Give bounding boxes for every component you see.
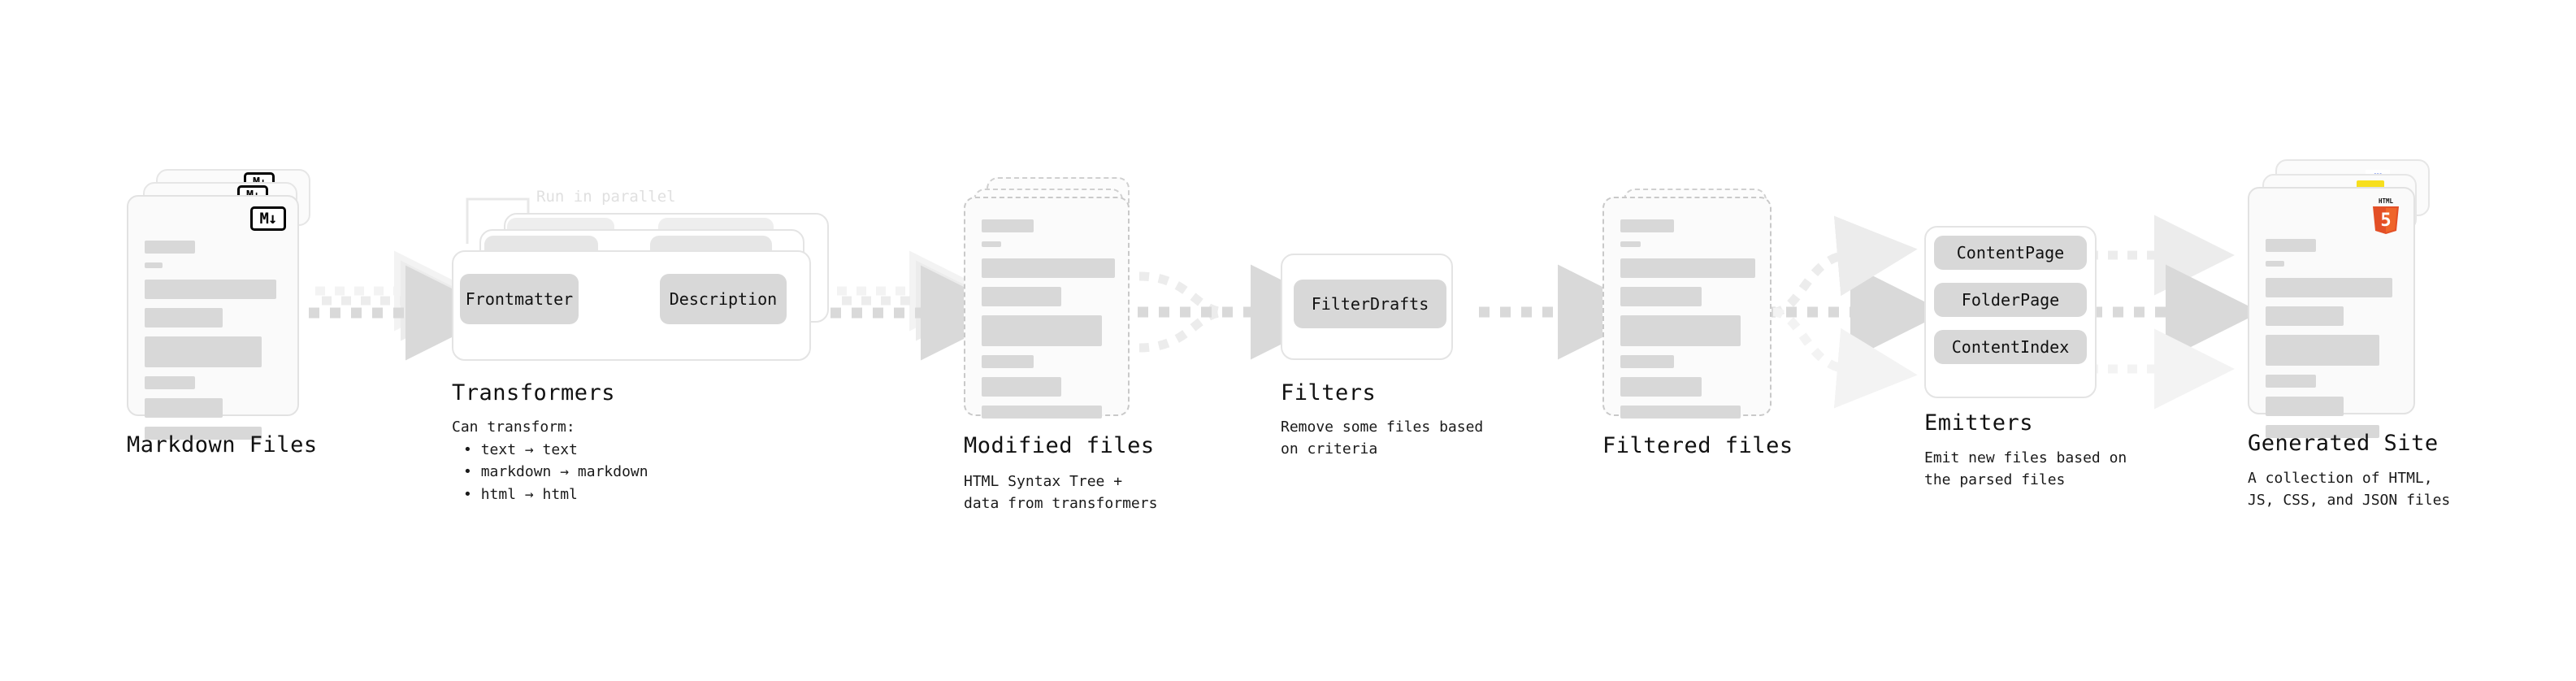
- skeleton-bar: [2266, 278, 2392, 297]
- skeleton-bar: [1620, 287, 1702, 306]
- filters-description: Remove some files based on criteria: [1281, 419, 1484, 458]
- connector-modified-to-filters: [1138, 264, 1346, 360]
- stage-title-transformers: Transformers: [452, 380, 616, 406]
- skeleton-bar: [982, 219, 1034, 232]
- skeleton-bar: [982, 287, 1061, 306]
- skeleton-bar: [145, 241, 195, 254]
- skeleton-bar: [982, 315, 1102, 346]
- list-item: • markdown → markdown: [463, 463, 648, 481]
- skeleton-bar: [145, 280, 276, 299]
- skeleton-bar: [2266, 306, 2344, 326]
- skeleton-bar: [982, 258, 1115, 278]
- skeleton-bar: [982, 377, 1061, 397]
- skeleton-bar: [145, 398, 223, 418]
- svg-text:HTML: HTML: [2379, 197, 2394, 205]
- site-document: HTML 5: [2248, 187, 2415, 438]
- svg-text:5: 5: [2380, 210, 2391, 231]
- skeleton-bar: [2266, 335, 2379, 366]
- filtered-skeleton: [1620, 219, 1755, 427]
- skeleton-bar: [2266, 425, 2379, 438]
- html5-icon: HTML 5: [2370, 197, 2402, 234]
- filtered-document: [1602, 197, 1772, 419]
- skeleton-bar: [982, 406, 1102, 419]
- modified-files-description: HTML Syntax Tree + data from transformer…: [964, 473, 1158, 513]
- skeleton-bar: [145, 262, 163, 268]
- transformer-frontmatter-pill[interactable]: Frontmatter: [460, 274, 579, 324]
- markdown-document: M↓: [127, 195, 299, 440]
- skeleton-bar: [2266, 261, 2284, 267]
- stage-title-modified-files: Modified files: [964, 433, 1155, 458]
- html5-icon-glyph: HTML 5: [2373, 197, 2399, 234]
- skeleton-bar: [1620, 241, 1641, 247]
- stage-title-generated-site: Generated Site: [2248, 431, 2439, 456]
- stage-title-markdown-files: Markdown Files: [127, 432, 318, 458]
- skeleton-bar: [2266, 239, 2316, 252]
- skeleton-bar: [982, 355, 1034, 368]
- list-item: • html → html: [463, 485, 578, 503]
- skeleton-bar: [2266, 375, 2316, 388]
- markdown-icon: M↓: [250, 206, 286, 231]
- modified-document: [964, 197, 1130, 419]
- transformers-bullet-list: • text → text • markdown → markdown • ht…: [463, 439, 648, 505]
- skeleton-bar: [145, 336, 262, 367]
- skeleton-bar: [145, 376, 195, 389]
- skeleton-bar: [1620, 258, 1755, 278]
- emitter-contentpage-pill[interactable]: ContentPage: [1934, 236, 2087, 270]
- stage-title-emitters: Emitters: [1924, 410, 2034, 436]
- connector-markdown-to-transformers: [309, 250, 501, 361]
- skeleton-bar: [1620, 377, 1702, 397]
- emitter-contentindex-pill[interactable]: ContentIndex: [1934, 330, 2087, 364]
- modified-skeleton: [982, 219, 1115, 427]
- generated-site-description: A collection of HTML, JS, CSS, and JSON …: [2248, 470, 2451, 510]
- skeleton-bar: [1620, 406, 1741, 419]
- filter-filterdrafts-pill[interactable]: FilterDrafts: [1294, 280, 1446, 328]
- connector-transformers-to-modified: [830, 250, 1016, 361]
- stage-title-filters: Filters: [1281, 380, 1377, 406]
- skeleton-bar: [982, 241, 1001, 247]
- run-in-parallel-note: Run in parallel: [536, 188, 676, 206]
- skeleton-bar: [1620, 219, 1674, 232]
- list-item: • text → text: [463, 441, 578, 458]
- markdown-skeleton: [145, 241, 281, 449]
- skeleton-bar: [145, 427, 262, 440]
- site-skeleton: [2266, 239, 2397, 447]
- emitters-description: Emit new files based on the parsed files: [1924, 449, 2127, 489]
- stage-title-filtered-files: Filtered files: [1602, 433, 1793, 458]
- emitter-folderpage-pill[interactable]: FolderPage: [1934, 283, 2087, 317]
- skeleton-bar: [2266, 397, 2344, 416]
- transformer-description-pill[interactable]: Description: [660, 274, 787, 324]
- skeleton-bar: [1620, 315, 1741, 346]
- transformers-description: Can transform:: [452, 419, 575, 436]
- skeleton-bar: [145, 308, 223, 327]
- skeleton-bar: [1620, 355, 1674, 368]
